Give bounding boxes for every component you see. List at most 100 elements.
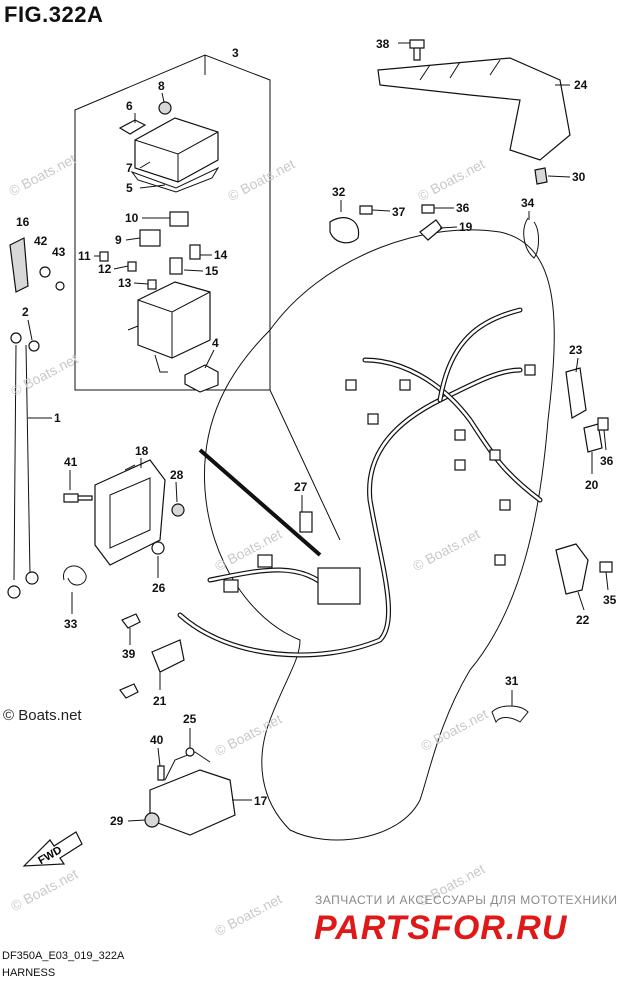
fuse-12 xyxy=(127,261,137,272)
callout-17: 17 xyxy=(254,794,268,808)
main-harness xyxy=(177,307,543,658)
callout-6: 6 xyxy=(126,99,133,113)
figure-title: FIG.322A xyxy=(4,2,104,27)
grommet-29 xyxy=(144,812,160,828)
callout-9: 9 xyxy=(115,233,122,247)
relay-9 xyxy=(139,229,161,247)
bracket-21 xyxy=(151,639,185,673)
terminal-2 xyxy=(28,340,40,352)
callout-20: 20 xyxy=(585,478,599,492)
bracket-22 xyxy=(555,543,589,595)
clamp-33 xyxy=(63,565,87,586)
callout-43: 43 xyxy=(52,245,66,259)
cap-4 xyxy=(184,364,219,393)
callout-26: 26 xyxy=(152,581,166,595)
bolt-39-b xyxy=(119,683,139,699)
terminal-6 xyxy=(118,119,147,135)
fuse-15 xyxy=(169,257,183,275)
fuse-box-cover xyxy=(130,117,220,193)
bracket-18 xyxy=(94,459,166,566)
nut-42 xyxy=(39,266,51,278)
callout-23: 23 xyxy=(569,343,583,357)
pointer-arrow xyxy=(198,448,322,557)
band-31 xyxy=(491,705,529,724)
boot-16 xyxy=(9,237,29,293)
callout-37: 37 xyxy=(392,205,406,219)
callout-21: 21 xyxy=(153,694,167,708)
callout-22: 22 xyxy=(576,613,590,627)
bracket-24 xyxy=(377,57,571,161)
callout-10: 10 xyxy=(125,211,139,225)
callout-18: 18 xyxy=(135,444,149,458)
clip-19 xyxy=(419,219,443,241)
callout-25: 25 xyxy=(183,712,197,726)
callout-5: 5 xyxy=(126,181,133,195)
leader-lines xyxy=(27,42,609,822)
callout-32: 32 xyxy=(332,185,346,199)
callout-31: 31 xyxy=(505,674,519,688)
callout-29: 29 xyxy=(110,814,124,828)
callout-28: 28 xyxy=(170,468,184,482)
fuse-13 xyxy=(147,279,157,290)
bolt-35 xyxy=(599,561,613,573)
callout-33: 33 xyxy=(64,617,78,631)
callout-41: 41 xyxy=(64,455,78,469)
callout-42: 42 xyxy=(34,234,48,248)
fuse-box-base xyxy=(127,281,211,373)
callout-38: 38 xyxy=(376,37,390,51)
bracket-23 xyxy=(565,367,587,419)
callout-4: 4 xyxy=(212,336,219,350)
callout-1: 1 xyxy=(54,411,61,425)
callout-3: 3 xyxy=(232,46,239,60)
promo-text: ЗАПЧАСТИ И АКСЕССУАРЫ ДЛЯ МОТОТЕХНИКИ xyxy=(315,893,618,907)
figure-code: DF350A_E03_019_322A xyxy=(2,950,125,962)
bolt-37 xyxy=(359,205,373,215)
callout-34: 34 xyxy=(521,196,535,210)
band-34 xyxy=(523,217,539,259)
callout-36-b: 36 xyxy=(600,454,614,468)
callout-24: 24 xyxy=(574,78,588,92)
callout-13: 13 xyxy=(118,276,132,290)
callout-11: 11 xyxy=(78,249,91,263)
logo-text: PARTSFOR.RU xyxy=(314,909,568,946)
clamp-20 xyxy=(583,423,603,453)
grommet-28 xyxy=(171,503,185,517)
callout-16: 16 xyxy=(16,215,30,229)
figure-caption: HARNESS xyxy=(2,967,56,979)
callout-35: 35 xyxy=(603,593,617,607)
partsfor-logo: PARTSFOR.RU xyxy=(314,909,568,946)
bolt-36 xyxy=(421,204,435,214)
callout-labels: 3 8 6 7 5 10 9 11 1 2 14 15 13 4 16 42 43… xyxy=(16,37,617,828)
callout-19: 19 xyxy=(459,220,473,234)
callout-40: 40 xyxy=(150,733,164,747)
callout-15: 15 xyxy=(205,264,219,278)
watermark-main: © Boats.net xyxy=(3,707,82,724)
fwd-arrow: FWD xyxy=(22,831,83,867)
bolt-38 xyxy=(409,39,425,61)
bolt-41 xyxy=(63,493,93,503)
callout-14: 14 xyxy=(214,248,228,262)
relay-10 xyxy=(169,211,189,227)
washer-25 xyxy=(185,747,195,757)
fuse-11 xyxy=(99,251,109,262)
callout-7: 7 xyxy=(126,161,133,175)
clamp-32 xyxy=(329,217,360,244)
callout-36: 36 xyxy=(456,201,470,215)
bolt-39 xyxy=(121,613,141,629)
washer-26 xyxy=(151,541,165,555)
washer-43 xyxy=(55,281,65,291)
callout-30: 30 xyxy=(572,170,586,184)
bolt-36b xyxy=(597,417,609,431)
callout-27: 27 xyxy=(294,480,308,494)
grommet-30 xyxy=(534,167,548,185)
parts-box-3 xyxy=(74,54,271,391)
battery-cable-1 xyxy=(7,332,39,599)
callout-2: 2 xyxy=(22,305,29,319)
bolt-40 xyxy=(157,765,165,781)
grommet-8 xyxy=(158,101,172,115)
bracket-17 xyxy=(149,751,236,836)
fuse-14 xyxy=(189,244,201,260)
engine-outline xyxy=(203,229,555,841)
callout-8: 8 xyxy=(158,79,165,93)
